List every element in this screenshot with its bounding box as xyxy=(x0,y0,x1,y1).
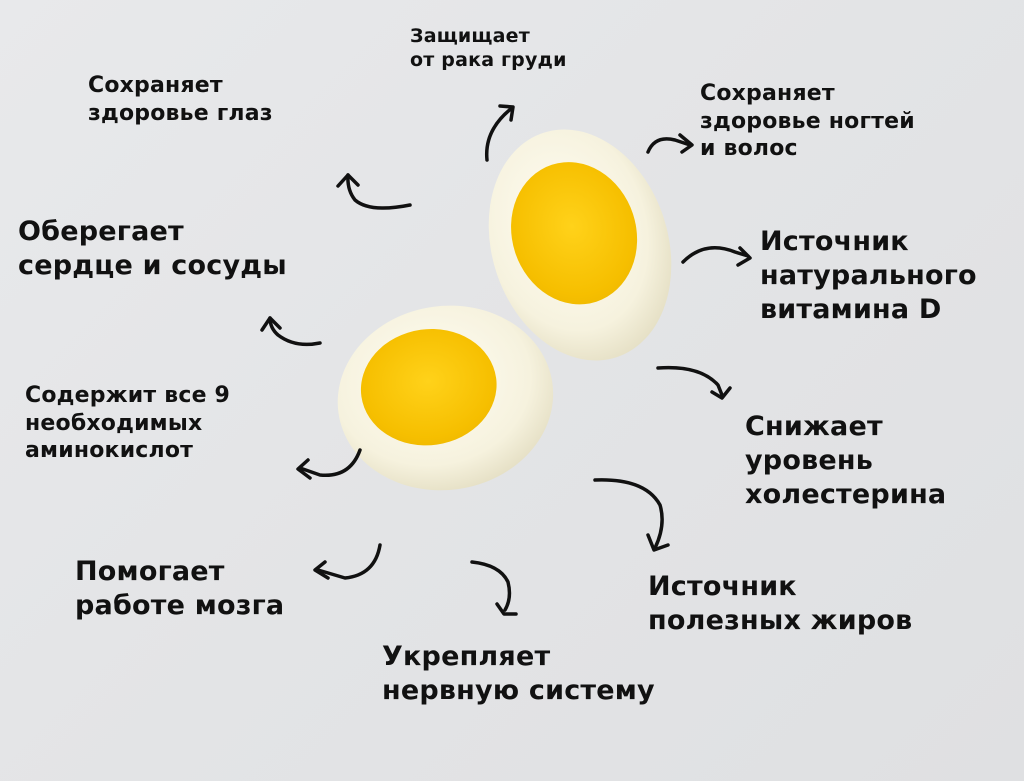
arrow-icon-eyes xyxy=(336,173,412,210)
arrow-icon-nervous xyxy=(470,560,518,616)
arrow-icon-amino xyxy=(296,448,362,480)
egg-half-front xyxy=(337,305,554,491)
arrow-icon-cholesterol xyxy=(656,365,732,400)
label-cholesterol: Снижает уровень холестерина xyxy=(745,411,947,510)
arrow-icon-fats xyxy=(593,478,670,552)
label-nervous-system: Укрепляет нервную систему xyxy=(382,641,655,706)
egg-half-back xyxy=(488,129,672,361)
label-vitamin-d: Источник натурального витамина D xyxy=(760,226,977,325)
arrow-icon-nails xyxy=(646,133,694,154)
label-healthy-fats: Источник полезных жиров xyxy=(648,571,913,636)
label-amino-acids: Содержит все 9 необходимых аминокислот xyxy=(25,383,231,463)
label-brain: Помогает работе мозга xyxy=(75,556,285,621)
label-eyes-health: Сохраняет здоровье глаз xyxy=(88,73,273,126)
arrow-icon-breast-cancer xyxy=(484,104,515,162)
label-heart-vessels: Оберегает сердце и сосуды xyxy=(18,216,287,281)
arrow-icon-brain xyxy=(313,543,382,580)
arrow-icon-heart xyxy=(260,316,322,347)
label-nails-hair: Сохраняет здоровье ногтей и волос xyxy=(700,81,915,161)
arrow-icon-vitamin-d xyxy=(681,246,752,267)
label-breast-cancer: Защищает от рака груди xyxy=(410,25,567,71)
